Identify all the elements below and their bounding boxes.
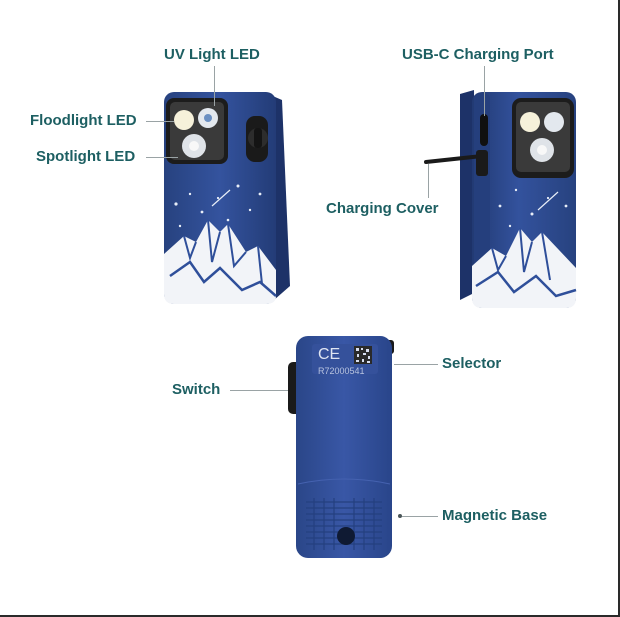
- charging-cover-lever: [424, 154, 484, 164]
- rear-view: [288, 336, 394, 558]
- mountain-art: [164, 220, 276, 304]
- magnetic-base-hole: [337, 527, 355, 545]
- leader-magnetic-base: [402, 516, 438, 517]
- usb-c-port: [480, 114, 488, 146]
- side-view: [424, 90, 577, 308]
- leader-uv-light-led: [214, 66, 215, 106]
- front-view: [164, 92, 290, 304]
- leader-charging-cover: [428, 164, 429, 198]
- leader-usb-c-port: [484, 66, 485, 116]
- leader-dot-magnetic-base: [398, 514, 402, 518]
- callout-switch: Switch: [172, 381, 221, 398]
- callout-charging-cover: Charging Cover: [326, 200, 439, 217]
- leader-floodlight-led: [146, 121, 174, 122]
- callout-magnetic-base: Magnetic Base: [442, 507, 548, 524]
- frame-edge-right: [618, 0, 620, 617]
- callout-floodlight-led: Floodlight LED: [30, 112, 137, 129]
- callout-uv-light-led: UV Light LED: [164, 46, 260, 63]
- leader-spotlight-led: [146, 157, 178, 158]
- ce-mark: CE: [318, 346, 341, 363]
- floodlight-led: [174, 110, 194, 130]
- callout-selector: Selector: [442, 355, 502, 372]
- leader-switch: [230, 390, 288, 391]
- leader-selector: [394, 364, 438, 365]
- serial-number: R72000541: [318, 366, 365, 376]
- callout-spotlight-led: Spotlight LED: [36, 148, 136, 165]
- floodlight-led: [520, 112, 540, 132]
- uv-light-led: [544, 112, 564, 132]
- callout-usb-c-charging-port: USB-C Charging Port: [402, 46, 554, 63]
- frame-edge-bottom: [0, 615, 620, 617]
